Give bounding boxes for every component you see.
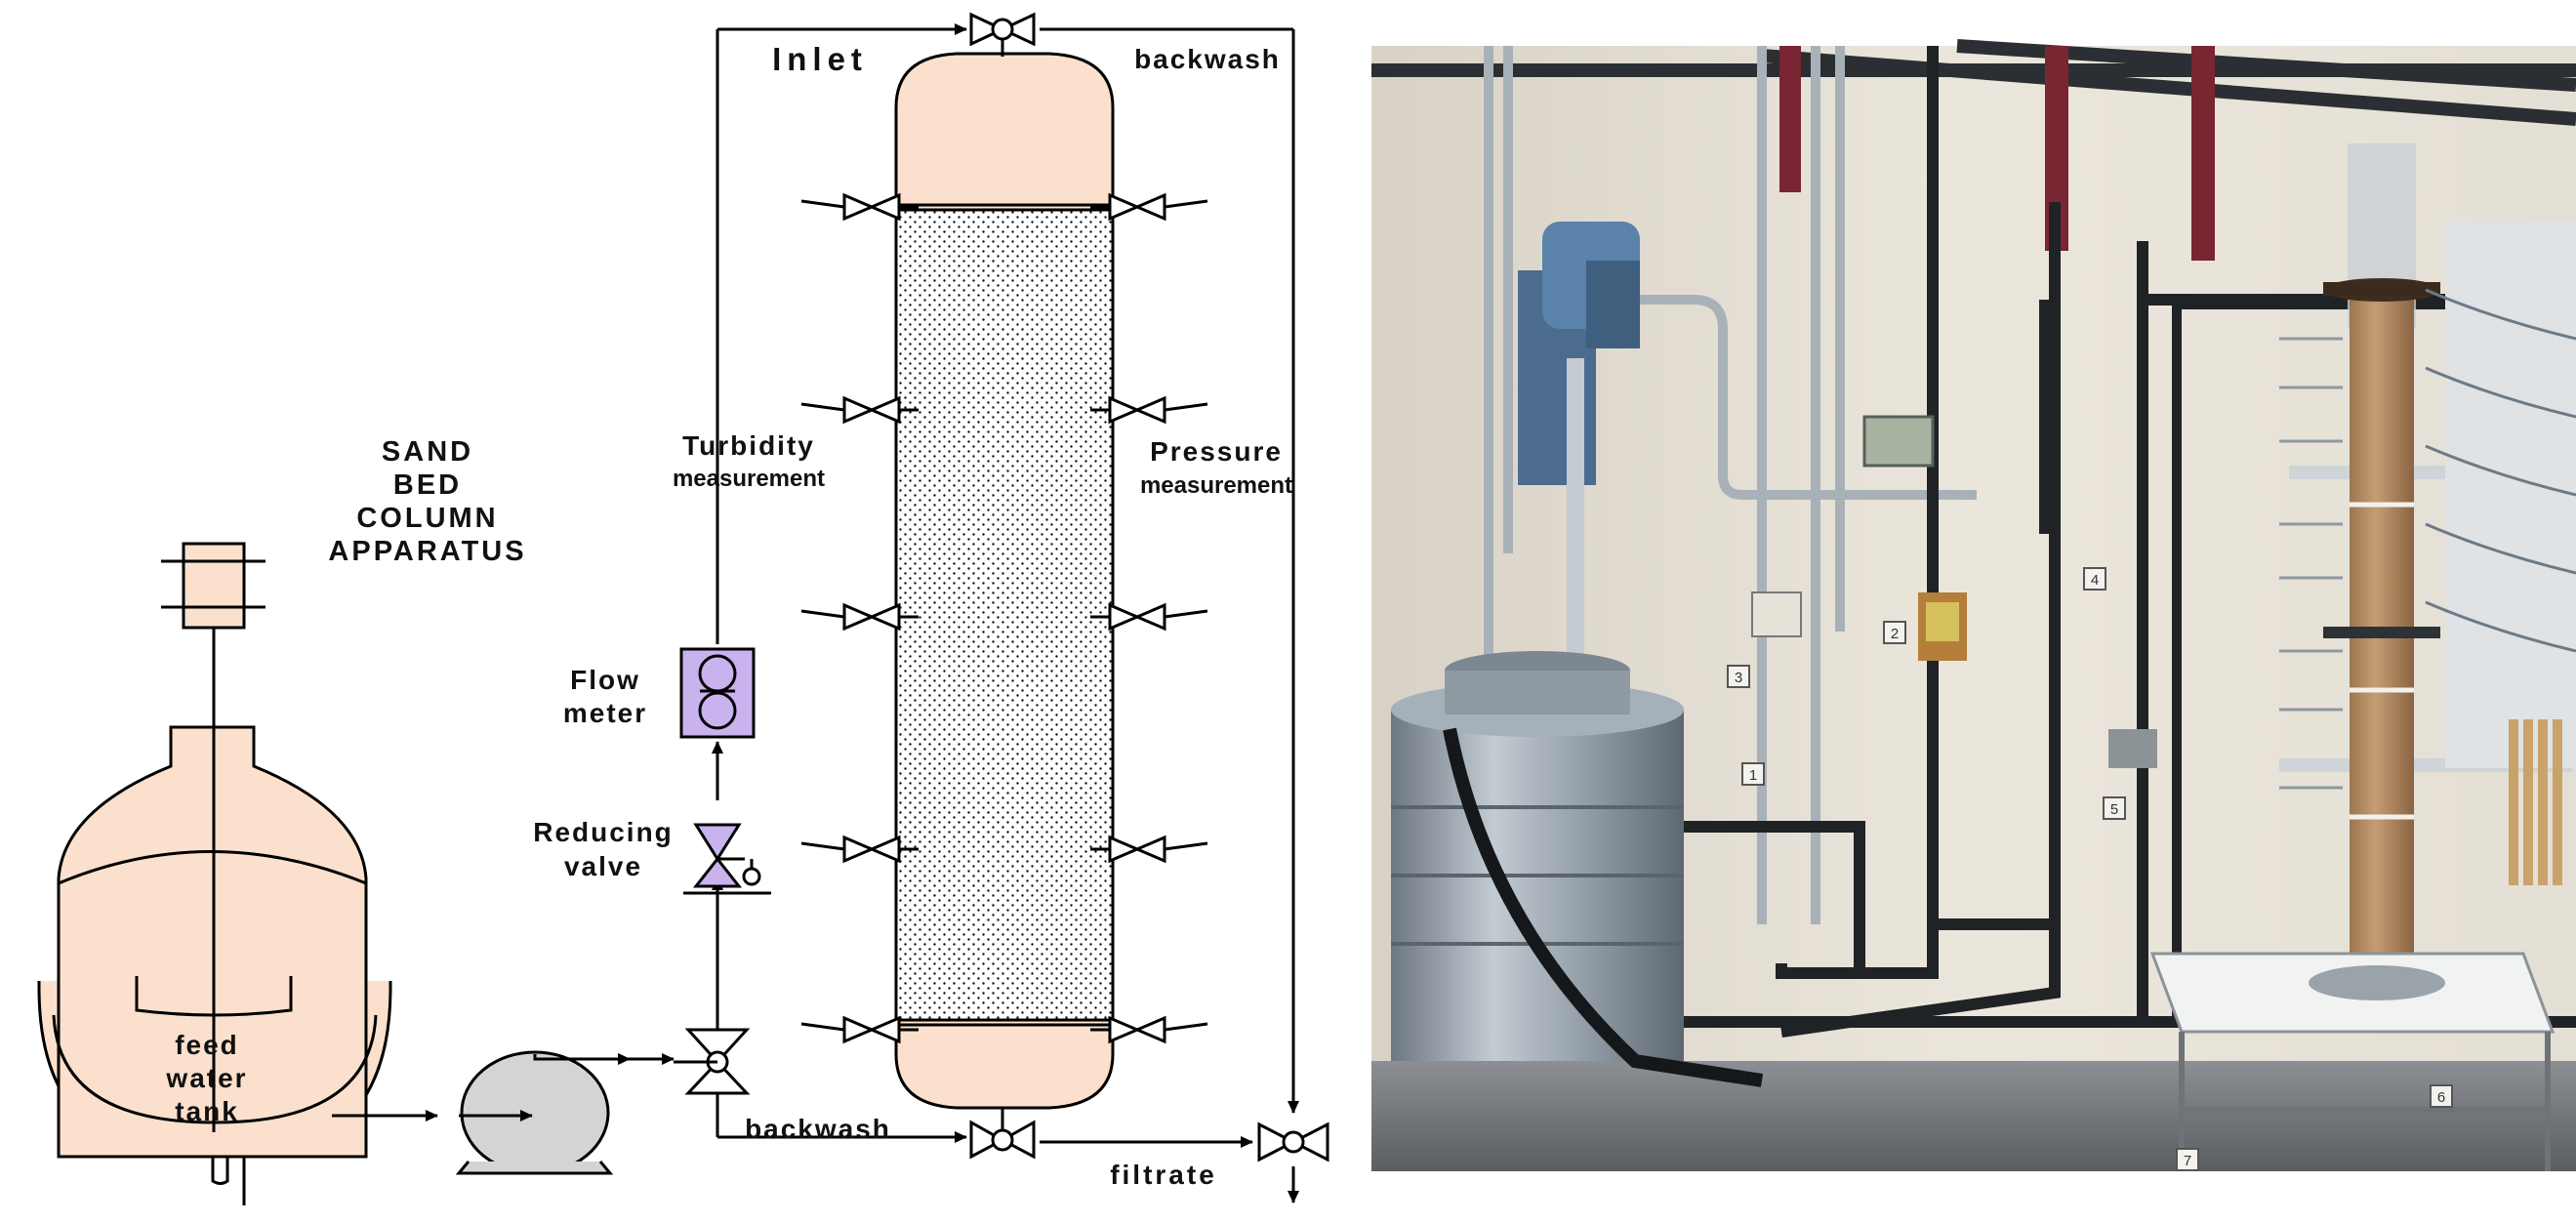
sand-bed-column-schematic: feed water tank SAND BED COLUMN APPARATU… (37, 12, 1329, 1205)
title-line1: SAND (382, 436, 473, 468)
tank-label-line3: tank (175, 1096, 239, 1126)
tank-label-line1: feed (175, 1030, 239, 1060)
tank-label-line2: water (165, 1063, 247, 1093)
pressure-label-line2: measurement (1140, 472, 1292, 499)
reducing-valve[interactable] (683, 823, 771, 895)
title-line3: COLUMN (356, 503, 498, 534)
photo-tag-box (2103, 796, 2126, 820)
turbidity-port-4 (800, 835, 919, 864)
inlet-label: Inlet (772, 41, 868, 77)
title-line2: BED (393, 469, 462, 501)
backwash-bottom-label: backwash (745, 1114, 891, 1144)
turbidity-sampling-ports (800, 192, 919, 1044)
feed-water-tank (37, 542, 392, 1205)
column-table (2149, 952, 2556, 1171)
photo-tag-number: 5 (2110, 801, 2118, 818)
reducing-valve-label-line2: valve (564, 851, 642, 881)
flow-meter-label-line1: Flow (570, 665, 640, 695)
photo-floor (1371, 1061, 2576, 1171)
photo-tag-number: 2 (1891, 626, 1899, 642)
pressure-port-4 (1090, 835, 1208, 864)
column-bottom-dome (894, 1018, 1115, 1110)
stirrer-motor-photo (1518, 222, 1640, 719)
flow-meter (679, 647, 756, 739)
turbidity-port-5 (800, 1015, 919, 1044)
photo-tag-box (2083, 567, 2106, 591)
pressure-port-2 (1090, 395, 1208, 425)
pump-outlet-pipe (533, 1053, 675, 1065)
photo-tag-box (1883, 621, 1906, 644)
pressure-label-line1: Pressure (1150, 436, 1283, 467)
pressure-port-1 (1090, 192, 1208, 222)
wall-control-boxes (1751, 415, 2157, 768)
photo-tag-number: 7 (2184, 1153, 2191, 1169)
pressure-port-5 (1090, 1015, 1208, 1044)
turbidity-port-3 (800, 602, 919, 632)
inlet-valve-top[interactable] (969, 12, 1036, 57)
photo-tag-box (1727, 665, 1750, 688)
photo-number-tags: 1 2 3 4 5 6 7 (1727, 567, 2453, 1171)
photo-tag-box (2430, 1084, 2453, 1108)
photo-tag-number: 6 (2437, 1089, 2445, 1106)
backwash-top-label: backwash (1134, 44, 1281, 74)
photo-tag-number: 3 (1735, 670, 1742, 686)
backwash-valve-bottom[interactable] (969, 1108, 1036, 1160)
photo-tag-number: 1 (1749, 767, 1757, 784)
reducing-valve-label-line1: Reducing (533, 817, 674, 847)
stirrer-motor (182, 542, 246, 630)
filtrate-label: filtrate (1110, 1160, 1217, 1190)
column-top-dome (894, 52, 1115, 212)
turbidity-label-line2: measurement (673, 466, 825, 492)
turbidity-label-line1: Turbidity (682, 430, 815, 461)
stirrer-impeller (135, 976, 293, 1017)
turbidity-port-1 (800, 192, 919, 222)
manometer-board (2425, 222, 2576, 885)
flow-meter-label-line2: meter (563, 698, 647, 728)
sand-bed-column (894, 52, 1115, 1110)
pressure-ports (1090, 192, 1208, 1044)
filtrate-valve[interactable] (1257, 1121, 1329, 1162)
three-way-valve-bottom[interactable] (674, 1028, 751, 1095)
photo-tag-box (1741, 762, 1765, 786)
photo-tag-box (2176, 1148, 2199, 1171)
pressure-port-3 (1090, 602, 1208, 632)
feed-tank-photo (1391, 651, 1764, 1087)
photo-tag-number: 4 (2091, 572, 2099, 589)
turbidity-port-2 (800, 395, 919, 425)
title-line4: APPARATUS (328, 536, 526, 567)
column-frame (2172, 300, 2553, 1022)
column-taps (2279, 337, 2343, 790)
sand-bed (894, 208, 1115, 1022)
